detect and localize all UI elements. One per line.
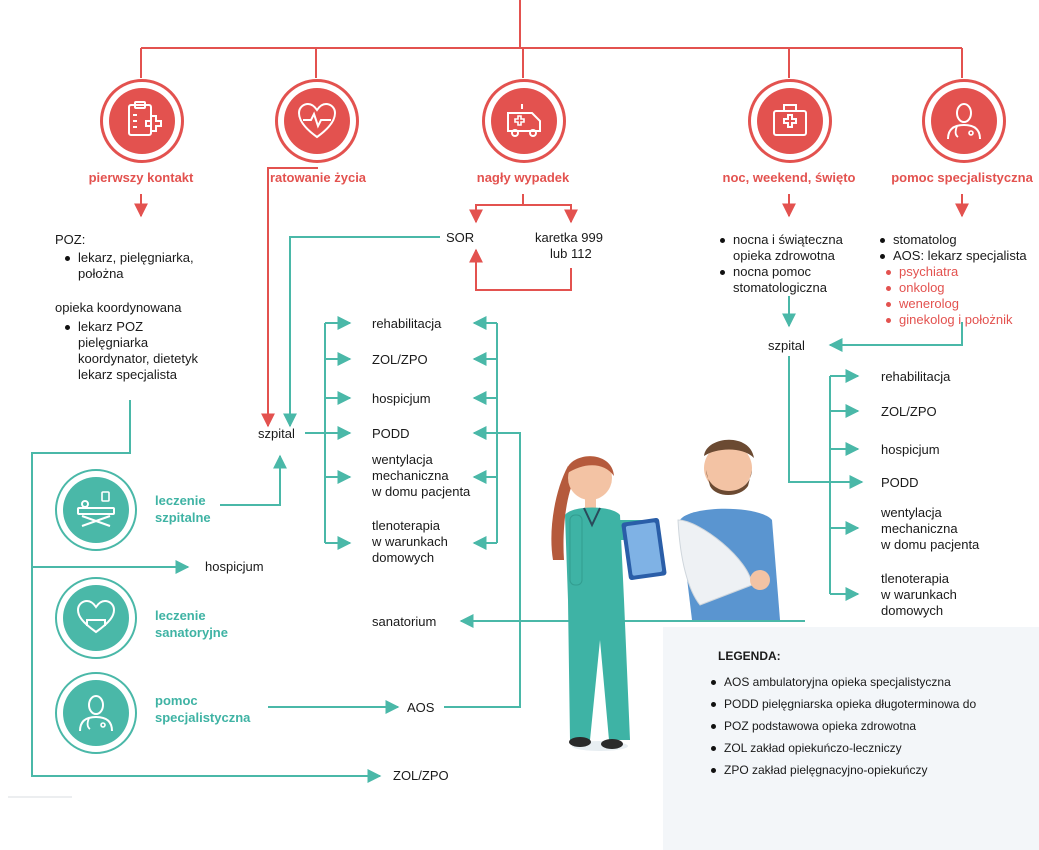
category-tree [134,0,969,428]
service-rehabilitation: rehabilitacja [372,316,442,331]
text-line: w warunkach [881,587,957,602]
text-line: domowych [372,550,435,565]
right-service-hospice: hospicjum [881,442,940,457]
patient-illustration [677,439,780,620]
coordinated-care-title: opieka koordynowana [55,300,182,315]
text-line: leczenie [155,608,206,623]
hospital-label: szpital [258,426,295,441]
text-line: tlenoterapia [372,518,440,533]
specialist-sub-item: onkolog [883,280,1027,296]
first-contact-circle [100,79,184,163]
service-hospice: hospicjum [372,391,431,406]
list-item: stomatolog [877,232,1027,248]
specialist-sub-item: psychiatra [883,264,1027,280]
legend-panel: LEGENDA: AOS ambulatoryjna opieka specja… [663,627,1039,850]
right-service-rehabilitation: rehabilitacja [881,369,951,384]
list-item-continued: opieka zdrowotna [733,248,835,263]
coordinated-care-list: lekarz POZ pielęgniarka koordynator, die… [62,319,198,383]
life-saving-circle [275,79,359,163]
list-item-continued: pielęgniarka [78,335,149,350]
ambulance-label-line2: lub 112 [550,246,592,261]
text-line: wentylacja [881,505,942,520]
aos-label: AOS [407,700,435,715]
text-line: mechaniczna [881,521,958,536]
text-line: leczenie [155,493,206,508]
night-care-list: nocna i świąteczna opieka zdrowotna nocn… [717,232,843,296]
list-item: nocna pomoc [717,264,843,280]
hospital-bed-icon [77,491,115,527]
service-oxygen-therapy: tlenoterapia w warunkach domowych [372,518,448,566]
hospice-label: hospicjum [205,559,264,574]
clipboard-medical-icon [128,101,162,136]
sanatorium-treatment-label: leczenie sanatoryjne [155,607,228,641]
text-line: specjalistyczna [155,710,251,725]
list-item-continued: położna [78,266,124,281]
poz-list: lekarz, pielęgniarka, położna [62,250,194,282]
category-label-specialist: pomoc specjalistyczna [891,170,1033,185]
list-item-continued: lekarz specjalista [78,367,177,382]
text-line: w domu pacjenta [881,537,980,552]
right-hospital-label: szpital [768,338,805,353]
specialist-sub-item: ginekolog i położnik [883,312,1027,328]
specialist-sub-item: wenerolog [883,296,1027,312]
legend-item: POZ podstawowa opieka zdrowotna [708,718,976,740]
list-item: lekarz, pielęgniarka, [62,250,194,266]
accident-circle [482,79,566,163]
text-line: szpitalne [155,510,211,525]
specialist-care-label: pomoc specjalistyczna [155,692,250,726]
heart-pulse-icon [297,102,337,139]
text-line: pomoc [155,693,198,708]
service-zol-zpo: ZOL/ZPO [372,352,428,367]
legend-item: ZOL zakład opiekuńczo-leczniczy [708,740,976,762]
list-item-continued: stomatologiczna [733,280,827,295]
text-line: w domu pacjenta [372,484,471,499]
specialist-care-circle [55,672,137,754]
text-line: sanatoryjne [155,625,228,640]
list-item: lekarz POZ [62,319,198,335]
legend-title: LEGENDA: [718,649,781,663]
text-line: domowych [881,603,944,618]
care-flows [31,236,963,783]
text-line: tlenoterapia [881,571,949,586]
list-item: nocna i świąteczna [717,232,843,248]
text-line: mechaniczna [372,468,449,483]
first-aid-kit-icon [773,104,807,136]
nurse-illustration [551,456,667,751]
ambulance-label-line1: karetka 999 [535,230,603,245]
list-item-continued: koordynator, dietetyk [78,351,198,366]
doctor-icon [947,103,981,140]
hospital-treatment-circle [55,469,137,551]
list-item: AOS: lekarz specjalista [877,248,1027,264]
service-podd: PODD [372,426,410,441]
right-service-oxygen-therapy: tlenoterapia w warunkach domowych [881,571,957,619]
service-ventilation: wentylacja mechaniczna w domu pacjenta [372,452,470,500]
right-service-zol-zpo: ZOL/ZPO [881,404,937,419]
right-service-ventilation: wentylacja mechaniczna w domu pacjenta [881,505,979,553]
legend-item: PODD pielęgniarska opieka długoterminowa… [708,696,976,718]
category-label-life-saving: ratowanie życia [269,170,367,185]
ambulance-icon [507,104,541,137]
legend-list: AOS ambulatoryjna opieka specjalistyczna… [708,674,976,784]
poz-title: POZ: [55,232,86,247]
category-label-accident: nagły wypadek [476,170,570,185]
sanatorium-treatment-circle [55,577,137,659]
specialist-help-circle [922,79,1006,163]
legend-item: ZPO zakład pielęgnacyjno-opiekuńczy [708,762,976,784]
text-line: wentylacja [372,452,433,467]
hospital-treatment-label: leczenie szpitalne [155,492,211,526]
night-circle [748,79,832,163]
zol-zpo-label: ZOL/ZPO [393,768,449,783]
legend-item: AOS ambulatoryjna opieka specjalistyczna [708,674,976,696]
sor-label: SOR [446,230,475,245]
specialist-icon [79,695,113,732]
specialist-list: stomatolog AOS: lekarz specjalista psych… [877,232,1027,328]
category-label-night: noc, weekend, święto [722,170,856,185]
heart-hands-icon [76,599,116,634]
category-label-first-contact: pierwszy kontakt [88,170,194,185]
text-line: w warunkach [372,534,448,549]
right-service-podd: PODD [881,475,919,490]
sanatorium-label: sanatorium [372,614,437,629]
